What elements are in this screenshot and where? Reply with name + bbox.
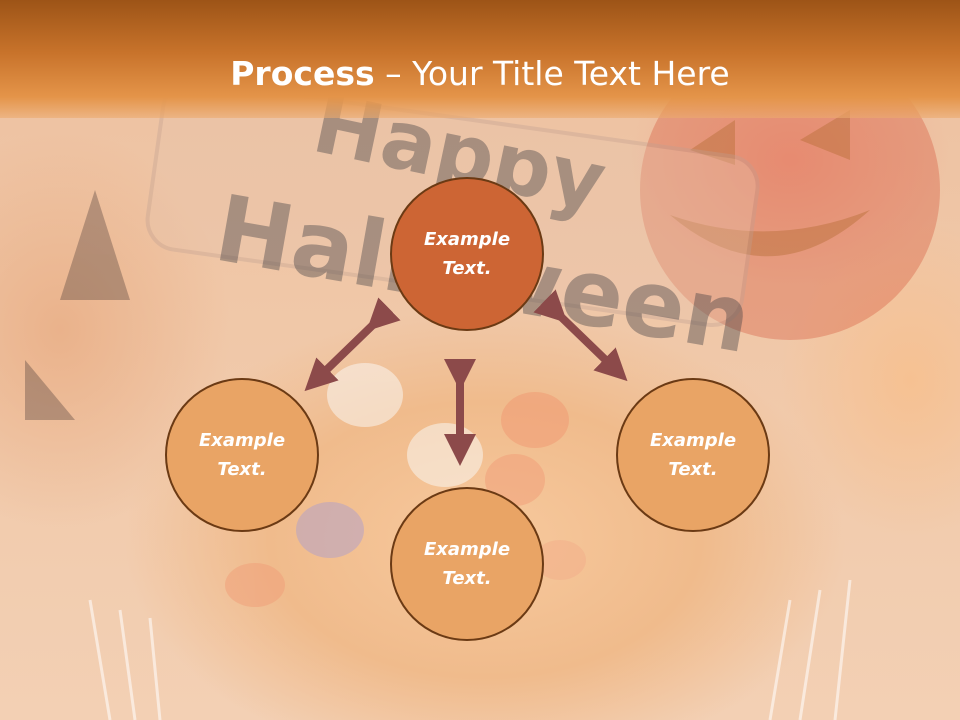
process-node-left-label: Example Text. [198,430,286,480]
page-title: Process – Your Title Text Here [0,52,960,96]
title-rest: – Your Title Text Here [374,54,730,93]
process-node-right[interactable]: Example Text. [616,378,770,532]
process-node-bottom[interactable]: Example Text. [390,487,544,641]
title-strong: Process [230,54,375,93]
process-node-center-label: Example Text. [423,229,511,279]
arrow-center-right [533,289,628,382]
process-node-bottom-label: Example Text. [423,539,511,589]
title-bar [0,0,960,118]
process-node-right-label: Example Text. [649,430,737,480]
process-node-left[interactable]: Example Text. [165,378,319,532]
arrow-center-left [304,297,401,392]
process-node-center[interactable]: Example Text. [390,177,544,331]
